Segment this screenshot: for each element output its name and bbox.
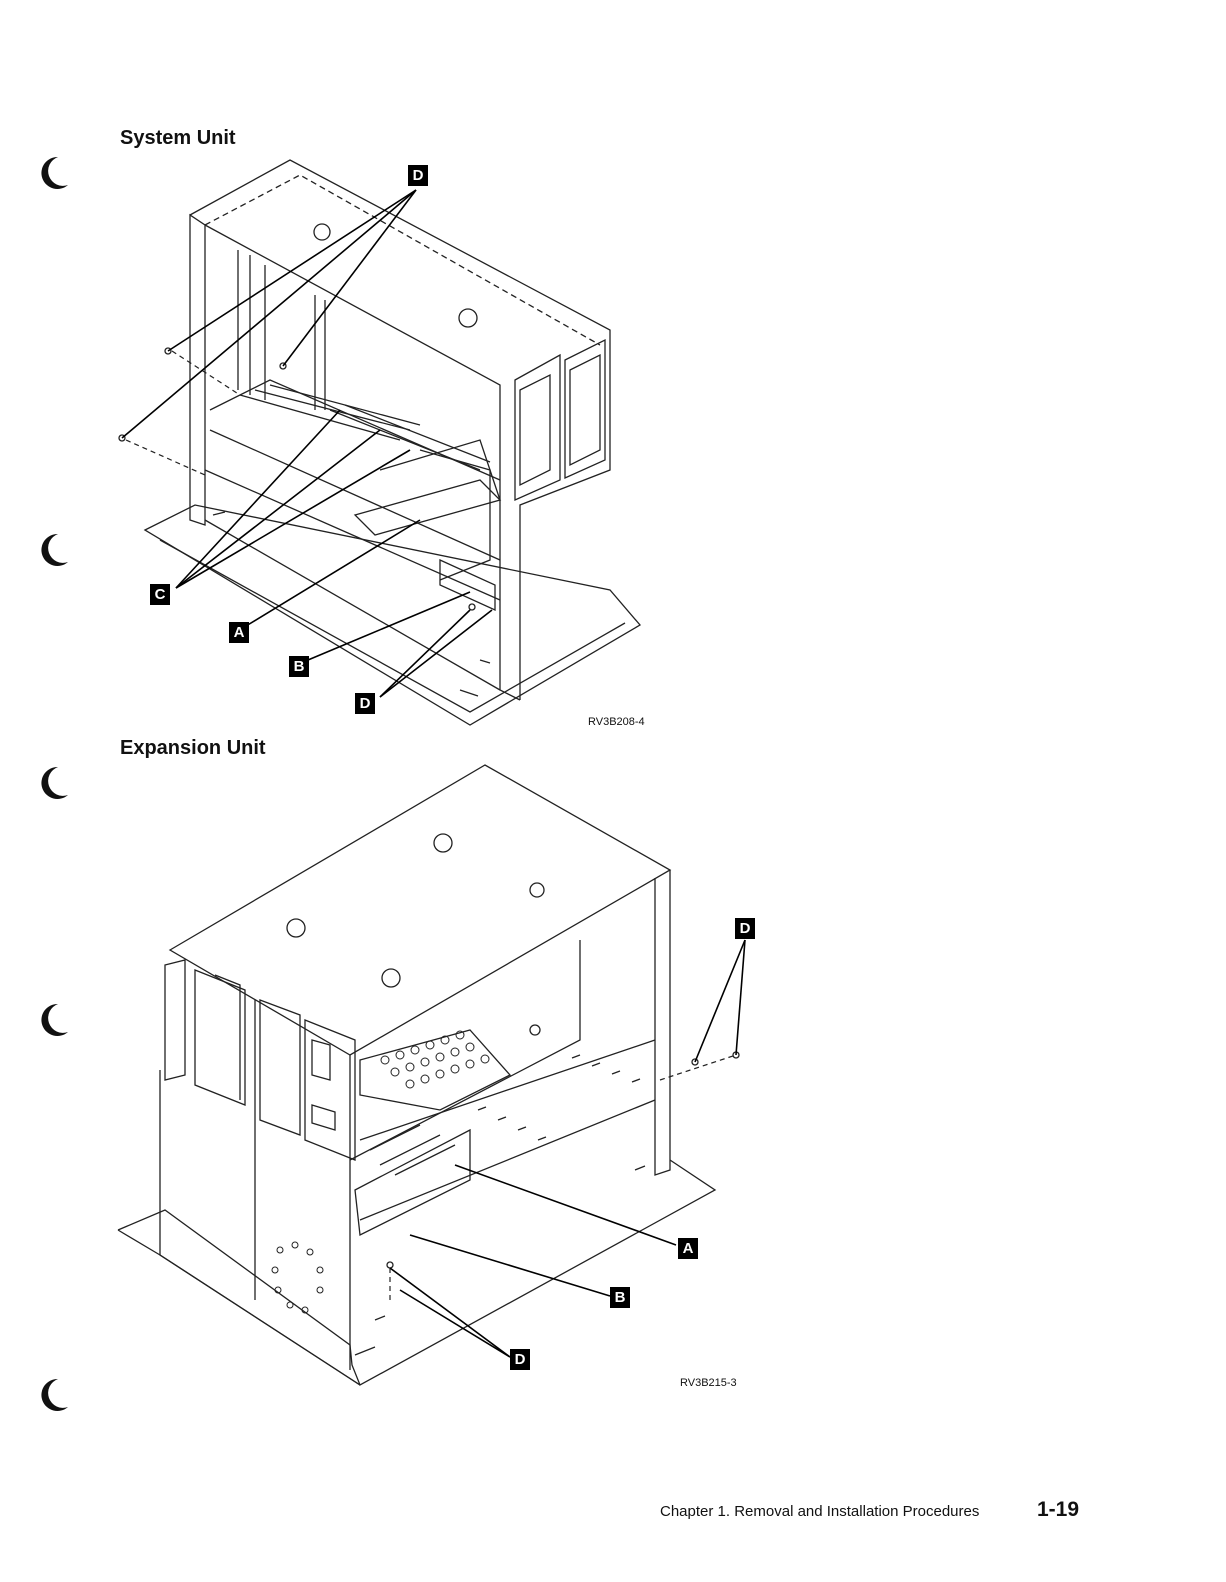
callout-b: B [610,1287,630,1308]
footer-chapter-text: Chapter 1. Removal and Installation Proc… [660,1503,979,1520]
expansion-unit-figure-id: RV3B215-3 [680,1377,737,1389]
callout-a: A [678,1238,698,1259]
page-number: 1-19 [1037,1498,1079,1522]
callout-d-right: D [735,918,755,939]
callout-d-bottom: D [510,1349,530,1370]
